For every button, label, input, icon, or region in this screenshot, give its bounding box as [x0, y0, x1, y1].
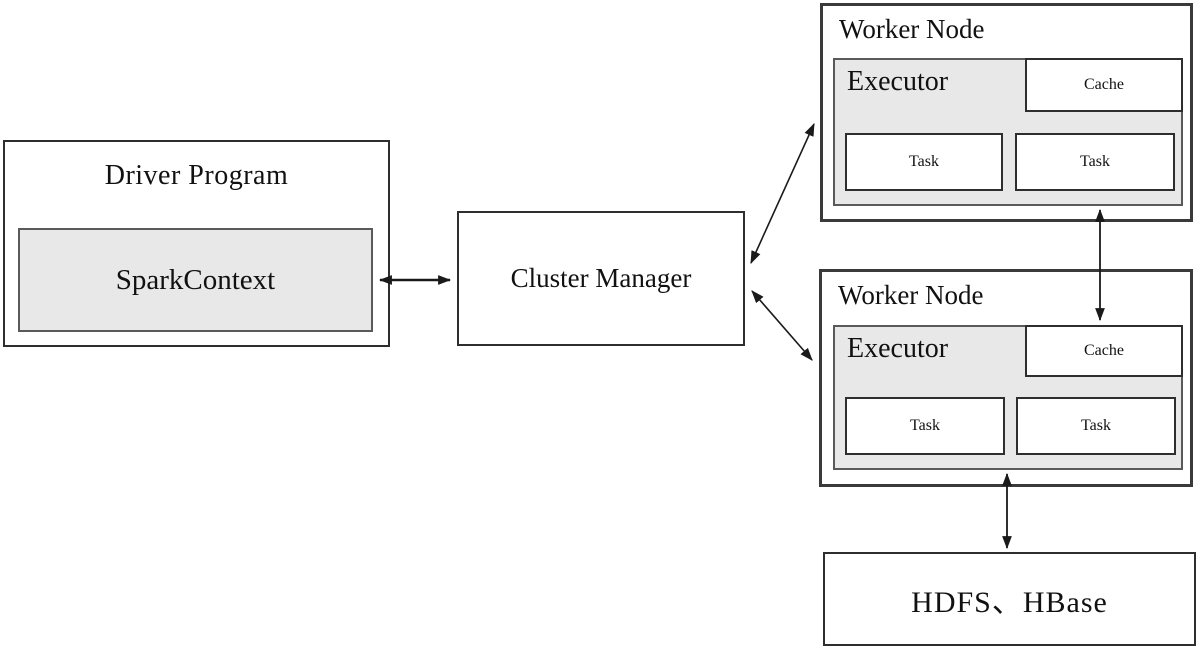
worker-node-1-box: Worker Node Executor Cache Task Task [820, 3, 1193, 222]
task-2a-label: Task [910, 417, 940, 434]
arrow-clustermanager-workernode1-icon [750, 123, 815, 264]
task-1a-box: Task [845, 133, 1003, 191]
task-1b-label: Task [1080, 153, 1110, 170]
worker-node-2-title: Worker Node [838, 280, 984, 310]
task-2a-box: Task [845, 397, 1005, 455]
executor-2-label: Executor [847, 333, 949, 364]
storage-label: HDFS、HBase [911, 586, 1108, 619]
spark-context-box: SparkContext [18, 228, 373, 332]
worker-node-2-box: Worker Node Executor Cache Task Task [819, 269, 1193, 487]
spark-context-label: SparkContext [115, 263, 276, 296]
task-2b-label: Task [1081, 417, 1111, 434]
cache-1-label: Cache [1084, 76, 1124, 93]
cache-2-box: Cache [1025, 325, 1183, 377]
executor-1-label: Executor [847, 66, 949, 97]
storage-box: HDFS、HBase [823, 552, 1196, 646]
cache-1-box: Cache [1025, 58, 1183, 112]
task-1a-label: Task [909, 153, 939, 170]
cache-2-label: Cache [1084, 342, 1124, 359]
arrow-clustermanager-workernode2-icon [751, 290, 813, 361]
driver-program-box: Driver Program SparkContext [3, 140, 390, 347]
task-1b-box: Task [1015, 133, 1175, 191]
cluster-manager-box: Cluster Manager [457, 211, 745, 346]
worker-node-1-title: Worker Node [839, 14, 985, 44]
cluster-manager-label: Cluster Manager [510, 263, 692, 293]
task-2b-box: Task [1016, 397, 1176, 455]
driver-program-title: Driver Program [104, 160, 289, 191]
